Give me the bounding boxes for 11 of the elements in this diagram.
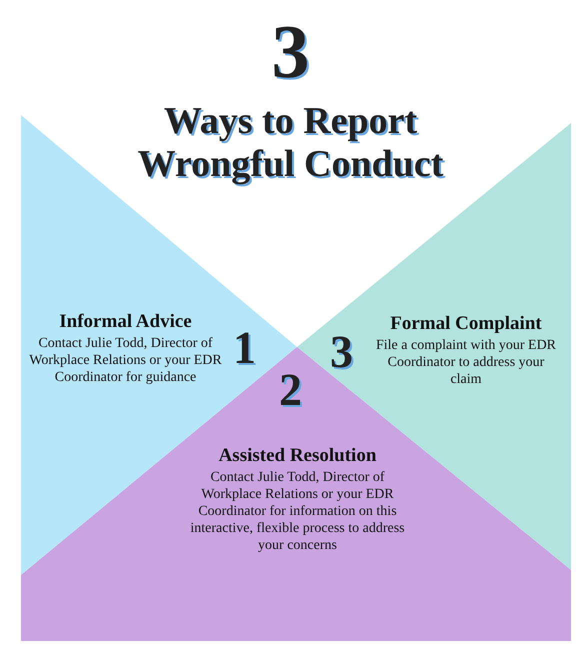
title: Ways to Report Wrongful Conduct <box>136 100 444 186</box>
step-number: 1 <box>233 325 256 371</box>
panel-description: File a complaint with your EDR Coordinator to address your claim <box>374 337 558 388</box>
step-number: 2 <box>279 367 302 413</box>
panel-description: Contact Julie Todd, Director of Workplace Relations or your EDR Coordinator for guidance <box>28 335 223 386</box>
panel-heading: Informal Advice <box>58 311 193 333</box>
panel-description: Contact Julie Todd, Director of Workplace Relations or your EDR Coordinator for information on this interactive, flexible process to address your concerns <box>189 469 406 554</box>
panel-heading: Formal Complaint <box>389 313 543 335</box>
panel-heading: Assisted Resolution <box>218 445 378 467</box>
step-number: 3 <box>330 329 353 375</box>
heading-number: 3 <box>270 12 310 92</box>
